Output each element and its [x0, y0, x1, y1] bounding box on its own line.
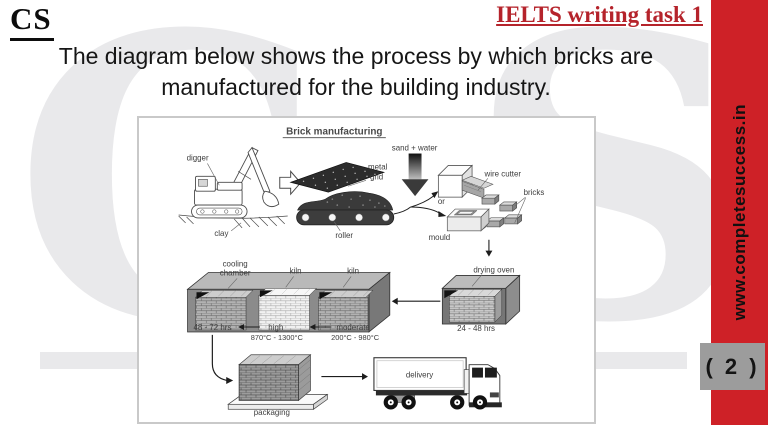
label-grid: grid	[370, 172, 383, 181]
cooling-to-packaging-arrow	[211, 334, 234, 384]
slide-title-line1: The diagram below shows the process by w…	[58, 43, 654, 69]
conveyor-illustration	[289, 162, 395, 226]
label-clay: clay	[214, 229, 228, 238]
label-kiln-moderate: moderate	[336, 323, 370, 332]
cooling-pointer-line	[227, 278, 238, 289]
packaging-illustration	[227, 354, 329, 410]
wire-cutter-illustration	[437, 164, 494, 199]
website-text: www.completesuccess.in	[729, 104, 749, 321]
kiln-stage-arrow-2	[309, 324, 332, 330]
slide-title: The diagram below shows the process by w…	[28, 41, 684, 103]
label-digger: digger	[187, 153, 209, 162]
label-chamber: chamber	[220, 268, 251, 277]
label-cooling-time: 48 - 72 hrs	[194, 323, 232, 332]
brick-process-diagram: Brick manufacturing	[137, 116, 596, 424]
label-packaging: packaging	[254, 408, 290, 417]
sand-water-arrow-icon	[401, 153, 429, 197]
or-split-arrows	[393, 191, 447, 217]
drying-oven-pointer-line	[471, 274, 483, 287]
down-arrow-icon	[485, 239, 493, 257]
label-delivery: delivery	[406, 371, 433, 380]
roller-pointer-line	[334, 221, 341, 232]
label-or: or	[438, 197, 445, 206]
label-drying-time: 24 - 48 hrs	[457, 324, 495, 333]
label-kiln-1: kiln	[290, 266, 302, 275]
label-mould: mould	[429, 233, 451, 242]
bricks-pointer-line-2	[514, 198, 526, 224]
clay-pointer-line	[231, 222, 242, 232]
digger-illustration	[178, 146, 288, 229]
label-sand-water: sand + water	[392, 144, 438, 153]
packaging-to-delivery-arrow	[321, 373, 368, 381]
diagram-title: Brick manufacturing	[286, 127, 382, 138]
label-kiln-moderate-temp: 200°C - 980°C	[331, 333, 380, 342]
kiln2-pointer-line	[342, 276, 352, 288]
cs-logo: CS	[10, 0, 54, 41]
grid-pointer-line	[348, 180, 367, 187]
kiln-stage-arrow-1	[238, 324, 260, 330]
label-metal: metal	[368, 162, 388, 171]
page-heading: IELTS writing task 1	[496, 2, 703, 27]
delivery-truck-illustration	[373, 357, 502, 410]
digger-pointer-line	[207, 163, 220, 186]
label-kiln-high: high	[268, 323, 283, 332]
label-drying-oven: drying oven	[473, 265, 514, 274]
kiln-illustration	[186, 271, 391, 333]
label-bricks: bricks	[524, 188, 545, 197]
label-roller: roller	[335, 231, 353, 240]
page-number-badge: ( 2 )	[700, 343, 765, 390]
step-arrow-right-icon	[279, 170, 302, 196]
label-kiln-2: kiln	[347, 266, 359, 275]
slide-title-line2: manufactured for the building industry.	[161, 74, 551, 100]
oven-to-kiln-arrow	[391, 297, 441, 305]
label-cooling: cooling	[223, 260, 248, 269]
label-kiln-high-temp: 870°C - 1300°C	[251, 333, 304, 342]
drying-oven-illustration	[441, 274, 521, 325]
label-wire-cutter: wire cutter	[484, 169, 522, 178]
kiln1-pointer-line	[285, 276, 294, 288]
bricks-pointer-line-1	[514, 196, 526, 207]
mould-illustration	[446, 208, 490, 232]
wire-cutter-pointer-line	[477, 178, 489, 191]
